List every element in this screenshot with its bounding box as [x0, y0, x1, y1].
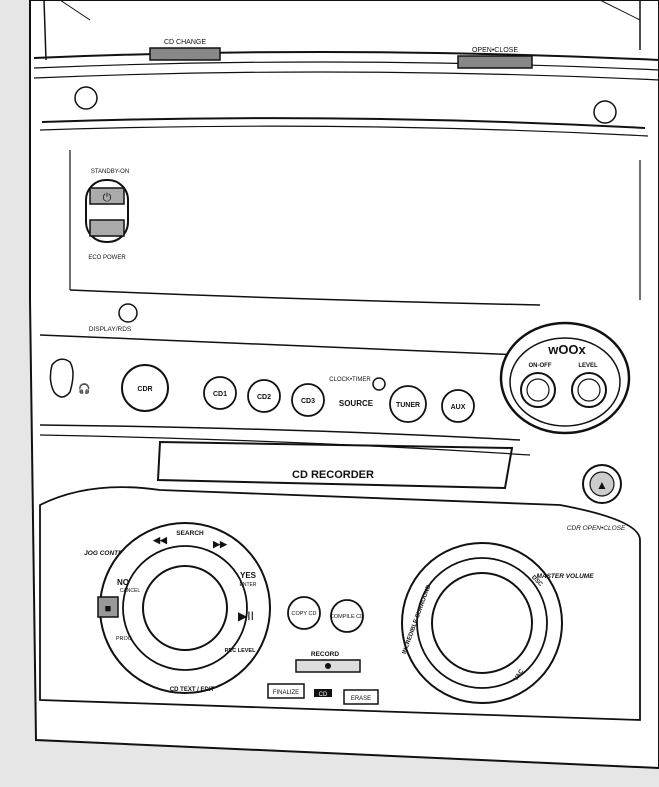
tuner-label: TUNER — [396, 402, 420, 409]
cd1-button[interactable] — [203, 376, 237, 410]
copy-cd-button[interactable] — [287, 596, 321, 630]
erase-button[interactable] — [343, 689, 379, 705]
woox-control: wOOx ON-OFF LEVEL — [499, 321, 631, 435]
stop-button[interactable] — [97, 596, 119, 618]
cd3-button[interactable] — [291, 383, 325, 417]
rec-level-label: REC LEVEL — [225, 648, 257, 654]
display-rds-button[interactable] — [118, 303, 138, 323]
woox-logo: wOOx — [547, 342, 586, 357]
cd-change-label: CD CHANGE — [164, 39, 206, 46]
cd-mode-badge — [314, 689, 332, 697]
display-rds-label: DISPLAY/RDS — [89, 326, 132, 333]
enter-label: ENTER — [240, 582, 257, 588]
copy-cd-label: COPY CD — [292, 611, 317, 617]
middle-panel-lines — [39, 150, 641, 441]
headphone-jack[interactable] — [49, 358, 74, 398]
yes-label: YES — [240, 571, 257, 580]
eject-icon: ▲ — [596, 478, 608, 492]
cd1-label: CD1 — [213, 391, 227, 398]
cd-mode-label: CD — [319, 692, 328, 698]
source-buttons: CDR CD1 CD2 CD3 SOURCE CLOCK•TIMER TUNER… — [121, 364, 475, 423]
screw-left — [74, 86, 98, 110]
no-label: NO — [117, 578, 129, 587]
cd-recorder-tray — [156, 440, 514, 490]
master-volume-label: MASTER VOLUME — [536, 573, 594, 580]
compile-cd-label: COMPILE CD — [330, 614, 364, 620]
jog-control-label: JOG CONTROL — [84, 550, 132, 557]
jog-dial[interactable] — [142, 565, 228, 651]
finalize-label: FINALIZE — [273, 690, 299, 696]
finalize-button[interactable] — [267, 683, 305, 699]
eco-power-button[interactable] — [89, 219, 125, 237]
master-volume-control — [401, 542, 563, 704]
clock-timer-label: CLOCK•TIMER — [329, 377, 371, 383]
record-label: RECORD — [311, 651, 339, 658]
prog-label: PROG — [116, 636, 132, 642]
power-icon: ⏻ — [103, 192, 112, 204]
jog-control-ring — [99, 522, 271, 694]
source-label: SOURCE — [339, 399, 374, 408]
cd3-label: CD3 — [301, 398, 315, 405]
level-label: LEVEL — [578, 363, 598, 369]
rewind-icon[interactable]: ◀◀ — [152, 535, 168, 545]
on-off-label: ON-OFF — [529, 363, 552, 369]
screw-right — [593, 100, 617, 124]
cd-recorder-label: CD RECORDER — [292, 469, 374, 481]
standby-on-label: STANDBY-ON — [91, 169, 129, 175]
aux-button[interactable] — [441, 389, 475, 423]
compile-cd-button[interactable] — [330, 599, 364, 633]
search-label: SEARCH — [176, 530, 204, 537]
stop-icon: ■ — [105, 603, 112, 615]
cd2-label: CD2 — [257, 394, 271, 401]
tuner-button[interactable] — [389, 385, 427, 423]
fast-forward-icon[interactable]: ▶▶ — [212, 539, 228, 549]
cd-changer-section — [33, 0, 659, 137]
cdr-open-close-label: CDR OPEN•CLOSE — [567, 525, 626, 532]
cd2-button[interactable] — [247, 379, 281, 413]
cdr-source-button[interactable] — [121, 364, 169, 412]
headphones-icon: 🎧 — [78, 382, 90, 395]
clock-timer-button[interactable] — [372, 377, 386, 391]
eco-power-label: ECO POWER — [88, 255, 126, 261]
master-volume-knob[interactable] — [431, 572, 533, 674]
standby-on-button[interactable] — [89, 187, 125, 205]
lower-control-panel — [39, 486, 641, 721]
cd-text-edit-label: CD TEXT / EDIT — [170, 687, 215, 693]
open-close-label: OPEN•CLOSE — [472, 47, 518, 54]
aux-label: AUX — [451, 404, 466, 411]
open-close-button[interactable] — [457, 55, 533, 69]
cancel-label: CANCEL — [120, 588, 141, 594]
cd-change-button[interactable] — [149, 47, 221, 61]
erase-label: ERASE — [351, 696, 371, 702]
play-pause-icon[interactable]: ▶II — [238, 609, 254, 623]
cdr-source-label: CDR — [137, 386, 152, 393]
